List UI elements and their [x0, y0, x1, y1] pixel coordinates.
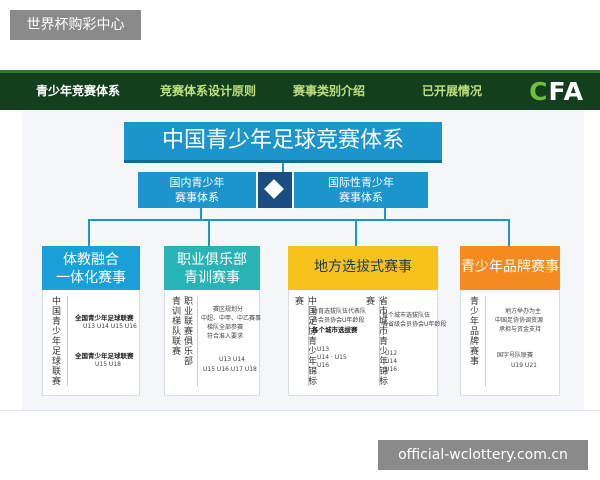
card-3-right-line-2: 各省级会员协会U年龄段 [382, 321, 447, 328]
card-3-left-line-2: 各会员协会U年龄段 [312, 317, 365, 324]
nav-item-youth-system[interactable]: 青少年竞赛体系 [36, 84, 121, 98]
card-3-right-line-5: U16 [385, 366, 398, 373]
cfa-logo-fa: FA [548, 77, 584, 106]
card-4-header: 青少年品牌赛事 [460, 246, 560, 290]
nav-item-event-categories[interactable]: 赛事类别介绍 [293, 84, 366, 98]
card-1-body: 中国青少年足球联赛 全国青少年足球联赛 U13 U14 U15 U16 全国青少… [42, 290, 140, 396]
card-2-line-3: 梯队全部参赛 [207, 324, 244, 331]
card-1-title-line2: 一体化赛事 [56, 270, 126, 286]
top-nav: 青少年竞赛体系 竞赛体系设计原则 赛事类别介绍 已开展情况 CFA [0, 70, 600, 110]
card-4-line-2: 中国足协协调资源 [495, 317, 544, 324]
card-3-sep-1 [308, 296, 309, 386]
card-4-line-4: 国字号队联赛 [497, 352, 534, 359]
card-4-title: 青少年品牌赛事 [461, 259, 559, 275]
watermark-top: 世界杯购彩中心 [10, 10, 141, 40]
card-4-line-1: 地方举办为主 [505, 308, 542, 315]
card-1-line-1: 全国青少年足球联赛 [75, 314, 134, 322]
card-4-sep [485, 296, 486, 386]
card-4-body: 青少年品牌赛事 地方举办为主 中国足协协调资源 承担与资金支持 国字号队联赛 U… [460, 290, 560, 396]
card-3-right-line-3: U12 [385, 350, 398, 357]
cfa-logo: CFA [529, 77, 584, 107]
bottom-divider [0, 410, 600, 411]
card-2-line-6: U15 U16 U17 U18 [203, 366, 257, 373]
center-node [258, 172, 292, 208]
card-3-body: 中国足协青少年锦标赛 体育选拔队伍代表队 各会员协会U年龄段 各个城市选拔赛 U… [288, 290, 446, 396]
cfa-logo-c: C [529, 77, 549, 106]
card-2-body: 职业联赛俱乐部 青训梯队联赛 赛区规划分 中超、中甲、中乙赛事 梯队全部参赛 符… [164, 290, 262, 396]
card-3-left-line-1: 体育选拔队伍代表队 [312, 308, 367, 315]
connector-card-1 [88, 219, 90, 247]
card-2-vertical-1: 职业联赛俱乐部 [182, 296, 192, 366]
card-3-title: 地方选拔式赛事 [314, 259, 412, 275]
card-3-header: 地方选拔式赛事 [288, 246, 438, 290]
card-1-header: 体教融合 一体化赛事 [42, 246, 140, 290]
card-2-sep [197, 296, 198, 386]
branch-international-line1: 国际性青少年 [328, 176, 394, 189]
connector-title [282, 160, 284, 174]
card-1-title-line1: 体教融合 [63, 252, 119, 268]
nav-item-design-principles[interactable]: 竞赛体系设计原则 [160, 84, 257, 98]
connector-horizontal [88, 219, 510, 221]
card-2-header: 职业俱乐部 青训赛事 [164, 246, 260, 290]
card-2-line-4: 符合准入要求 [207, 333, 244, 340]
branch-international: 国际性青少年 赛事体系 [294, 172, 428, 208]
connector-card-3 [355, 219, 357, 247]
card-2-vertical-2: 青训梯队联赛 [170, 296, 180, 356]
card-1-line-4: U15 U18 [95, 361, 121, 368]
card-4-vertical: 青少年品牌赛事 [468, 296, 478, 366]
branch-domestic-line2: 赛事体系 [175, 191, 219, 204]
card-3-left-line-6: U16 [317, 362, 330, 369]
card-3-vertical-2: 省市城市青少年锦标赛 [364, 296, 387, 386]
card-2-line-2: 中超、中甲、中乙赛事 [201, 315, 262, 322]
connector-card-4 [508, 219, 510, 247]
nav-item-progress[interactable]: 已开展情况 [422, 84, 483, 98]
diagram-title: 中国青少年足球竞赛体系 [124, 122, 442, 160]
card-3-left-line-5: U14 · U15 [317, 354, 347, 361]
connector-international [384, 208, 386, 220]
card-3-right-line-4: U14 [385, 358, 398, 365]
card-3-left-line-4: U13 [317, 346, 330, 353]
card-3-right-line-1: 各个城市选拔队伍 [382, 312, 431, 319]
card-3-vertical-1: 中国足协青少年锦标赛 [293, 296, 316, 386]
card-2-line-5: U13 U14 [219, 356, 245, 363]
card-3-sep-2 [379, 296, 380, 386]
card-1-sep [67, 296, 68, 386]
card-2-title-line2: 青训赛事 [184, 270, 240, 286]
card-2-line-1: 赛区规划分 [213, 306, 244, 313]
watermark-bottom: official-wclottery.com.cn [378, 440, 588, 470]
card-2-title-line1: 职业俱乐部 [177, 252, 247, 268]
branch-domestic: 国内青少年 赛事体系 [138, 172, 256, 208]
connector-domestic [200, 208, 202, 220]
card-4-line-3: 承担与资金支持 [499, 326, 542, 333]
branch-domestic-line1: 国内青少年 [169, 176, 225, 189]
card-1-vertical: 中国青少年足球联赛 [50, 296, 60, 386]
card-4-line-5: U19 U21 [511, 362, 537, 369]
card-1-line-2: U13 U14 U15 U16 [83, 323, 137, 330]
branch-international-line2: 赛事体系 [339, 191, 383, 204]
card-3-left-line-3: 各个城市选拔赛 [312, 326, 358, 334]
connector-card-2 [208, 219, 210, 247]
card-1-line-3: 全国青少年足球联赛 [75, 352, 134, 360]
diamond-icon [264, 179, 284, 199]
